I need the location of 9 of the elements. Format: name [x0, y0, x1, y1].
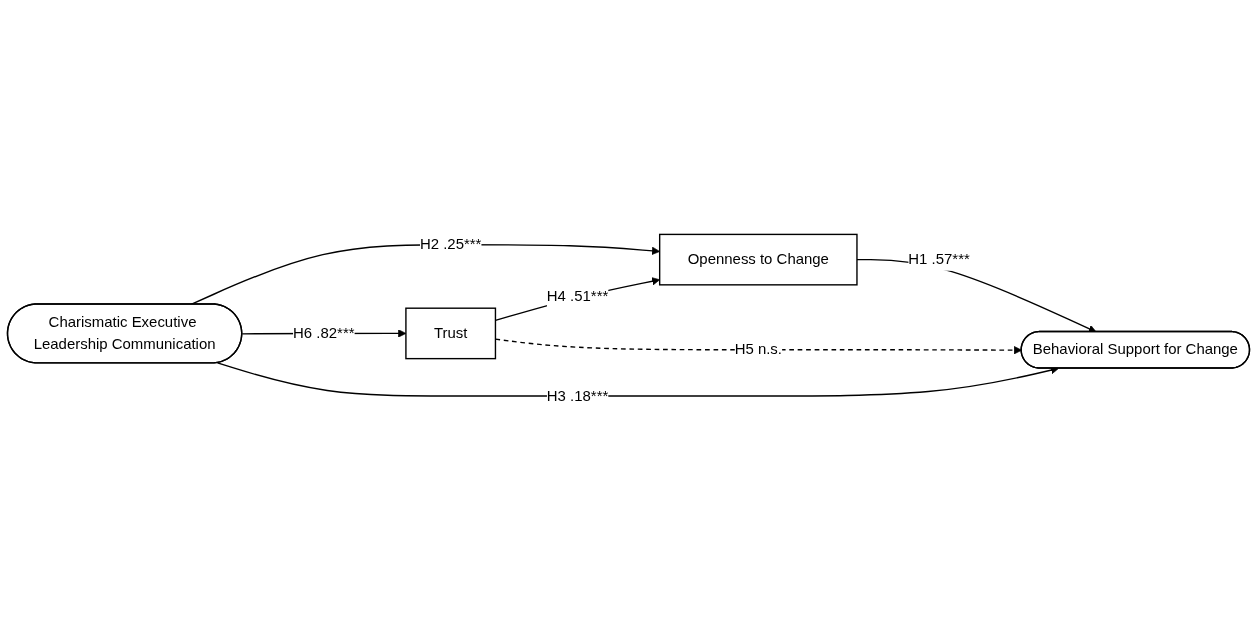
edge-label: H6 .82*** — [293, 325, 355, 342]
edge-label: H1 .57*** — [908, 251, 970, 268]
edge-label: H3 .18*** — [546, 387, 609, 404]
node-box: Trust — [405, 307, 497, 360]
arrow — [216, 362, 1059, 397]
edge-label: H4 .51*** — [546, 288, 609, 305]
node-box: Openness to Change — [658, 233, 858, 286]
edge-label: H2 .25*** — [419, 236, 482, 253]
edge-label: H5 n.s. — [734, 341, 782, 358]
